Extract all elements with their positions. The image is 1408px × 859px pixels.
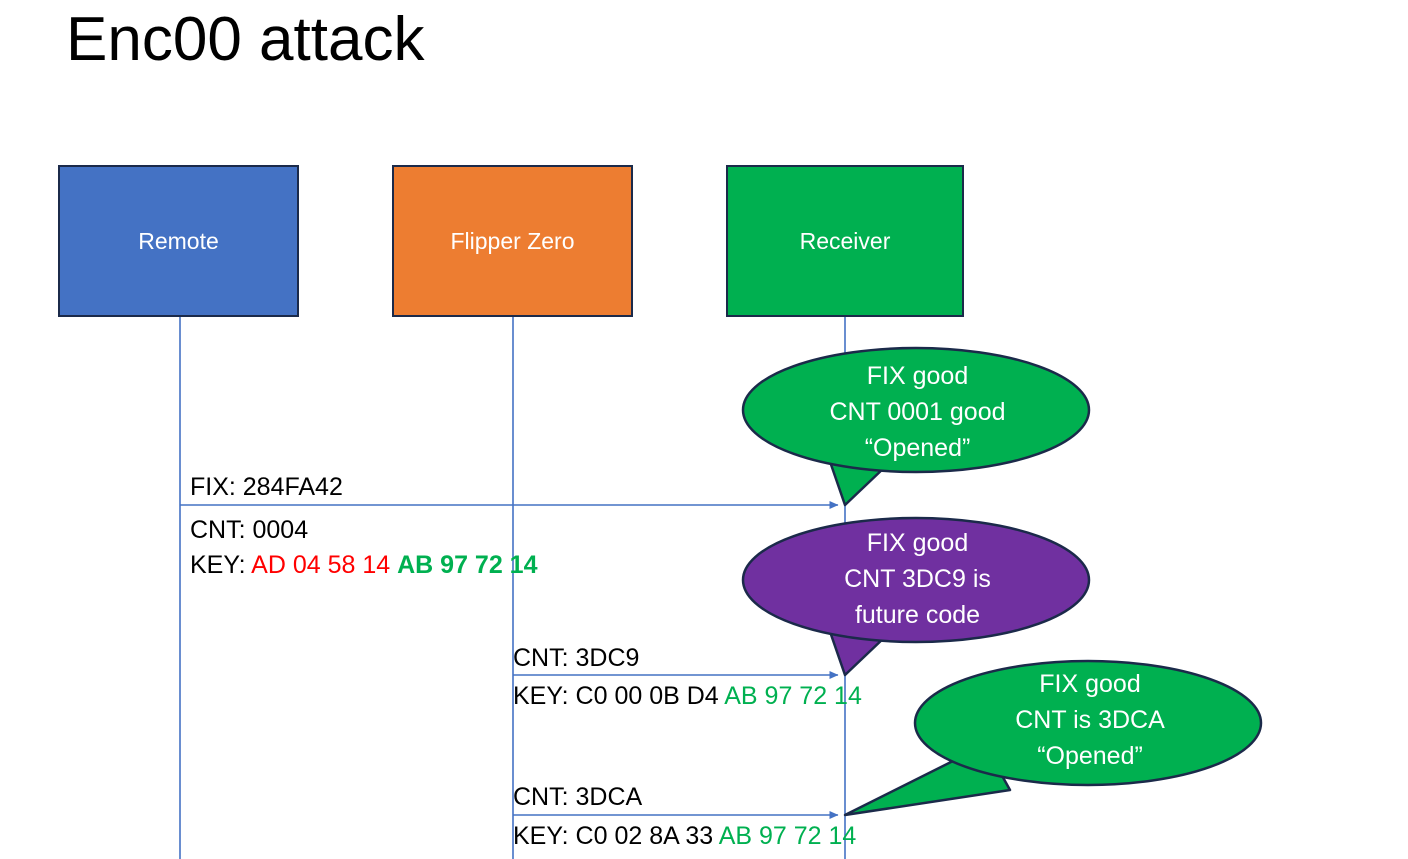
speech-bubble-text-opened-3dca: FIX good CNT is 3DCA “Opened” [945, 666, 1235, 774]
bubble-line: CNT is 3DCA [1015, 706, 1165, 734]
bubble-line: FIX good [866, 529, 969, 557]
bubble-line: CNT 0001 good [829, 398, 1006, 426]
speech-bubble-opened-0001 [741, 346, 1091, 507]
message-label-cnt-remote: CNT: 0004 [190, 516, 309, 544]
message-label-cnt-flipper-future: CNT: 3DC9 [513, 644, 640, 672]
bubble-line: future code [854, 601, 981, 629]
speech-bubble-text-opened-0001: FIX good CNT 0001 good “Opened” [775, 358, 1060, 466]
bubble-line: “Opened” [864, 434, 971, 462]
key-prefix-flipper-next: KEY: C0 02 8A 33 [513, 822, 719, 850]
bubble-line: “Opened” [1037, 742, 1143, 770]
key-prefix-remote: KEY: [190, 551, 252, 579]
bubble-line: CNT 3DC9 is [844, 565, 991, 593]
message-label-fix-remote: FIX: 284FA42 [190, 473, 343, 501]
speech-bubble-text-future-code: FIX good CNT 3DC9 is future code [775, 525, 1060, 633]
bubble-line: FIX good [866, 362, 969, 390]
actor-label-receiver: Receiver [799, 227, 891, 254]
actor-box-remote: Remote [58, 165, 299, 317]
key-fixed-bytes-flipper-future: AB 97 72 14 [724, 682, 862, 710]
key-fixed-bytes-remote: AB 97 72 14 [397, 551, 538, 579]
actor-label-flipper-zero: Flipper Zero [450, 227, 575, 254]
key-changing-bytes-remote: AD 04 58 14 [251, 551, 391, 579]
message-label-cnt-flipper-next: CNT: 3DCA [513, 783, 643, 811]
key-prefix-flipper-future: KEY: C0 00 0B D4 [513, 682, 725, 710]
actor-label-remote: Remote [138, 227, 219, 254]
actor-box-receiver: Receiver [726, 165, 964, 317]
speech-bubble-opened-3dca [843, 659, 1263, 817]
message-label-key-flipper-future: KEY: C0 00 0B D4 AB 97 72 14 [513, 679, 862, 713]
bubble-line: FIX good [1039, 670, 1141, 698]
message-label-key-flipper-next: KEY: C0 02 8A 33 AB 97 72 14 [513, 819, 856, 853]
actor-box-flipper-zero: Flipper Zero [392, 165, 633, 317]
key-fixed-bytes-flipper-next: AB 97 72 14 [718, 822, 857, 850]
page-title: Enc00 attack [66, 5, 425, 74]
speech-bubble-future-code [741, 516, 1091, 677]
message-label-key-remote: KEY: AD 04 58 14 AB 97 72 14 [190, 548, 538, 582]
